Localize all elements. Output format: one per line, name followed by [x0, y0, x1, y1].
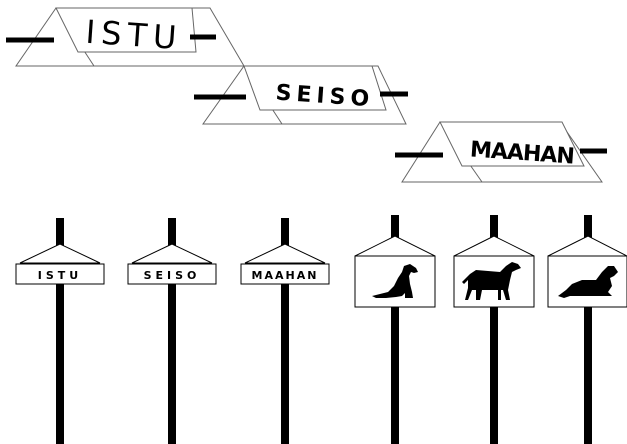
sign-roof [244, 243, 326, 264]
sign-panel [243, 65, 387, 111]
lying-dog-icon [558, 266, 618, 298]
post [584, 215, 592, 444]
sign-panel [55, 7, 197, 53]
post [281, 218, 289, 444]
small-sign-label: SEISO [144, 269, 201, 282]
small-sign-maahan: MAAHAN [240, 218, 330, 444]
sign-roof [19, 243, 101, 264]
sign-board [354, 255, 436, 308]
post [56, 218, 64, 444]
large-sign-maahan: MAAHAN [395, 121, 607, 183]
post [490, 215, 498, 444]
dog-sign-stand [453, 215, 535, 444]
large-sign-label: ISTU [85, 13, 184, 58]
large-sign-istu: ISTU [6, 7, 245, 67]
sitting-dog-icon [372, 264, 418, 298]
sign-board [240, 263, 330, 285]
post [168, 218, 176, 444]
small-sign-label: ISTU [38, 269, 82, 282]
sign-roof [131, 243, 213, 264]
dog-sign-down [547, 215, 627, 444]
standing-dog-icon [462, 262, 521, 300]
sign-roof [547, 235, 627, 257]
small-sign-label: MAAHAN [252, 269, 319, 282]
post [391, 215, 399, 444]
large-sign-seiso: SEISO [194, 65, 408, 125]
sign-roof [354, 235, 436, 257]
small-sign-istu: ISTU [15, 218, 105, 444]
sign-roof [453, 235, 535, 257]
dog-sign-sit [354, 215, 436, 444]
sign-board [15, 263, 105, 285]
sign-panel [439, 121, 585, 167]
sign-board [127, 263, 217, 285]
small-sign-seiso: SEISO [127, 218, 217, 444]
